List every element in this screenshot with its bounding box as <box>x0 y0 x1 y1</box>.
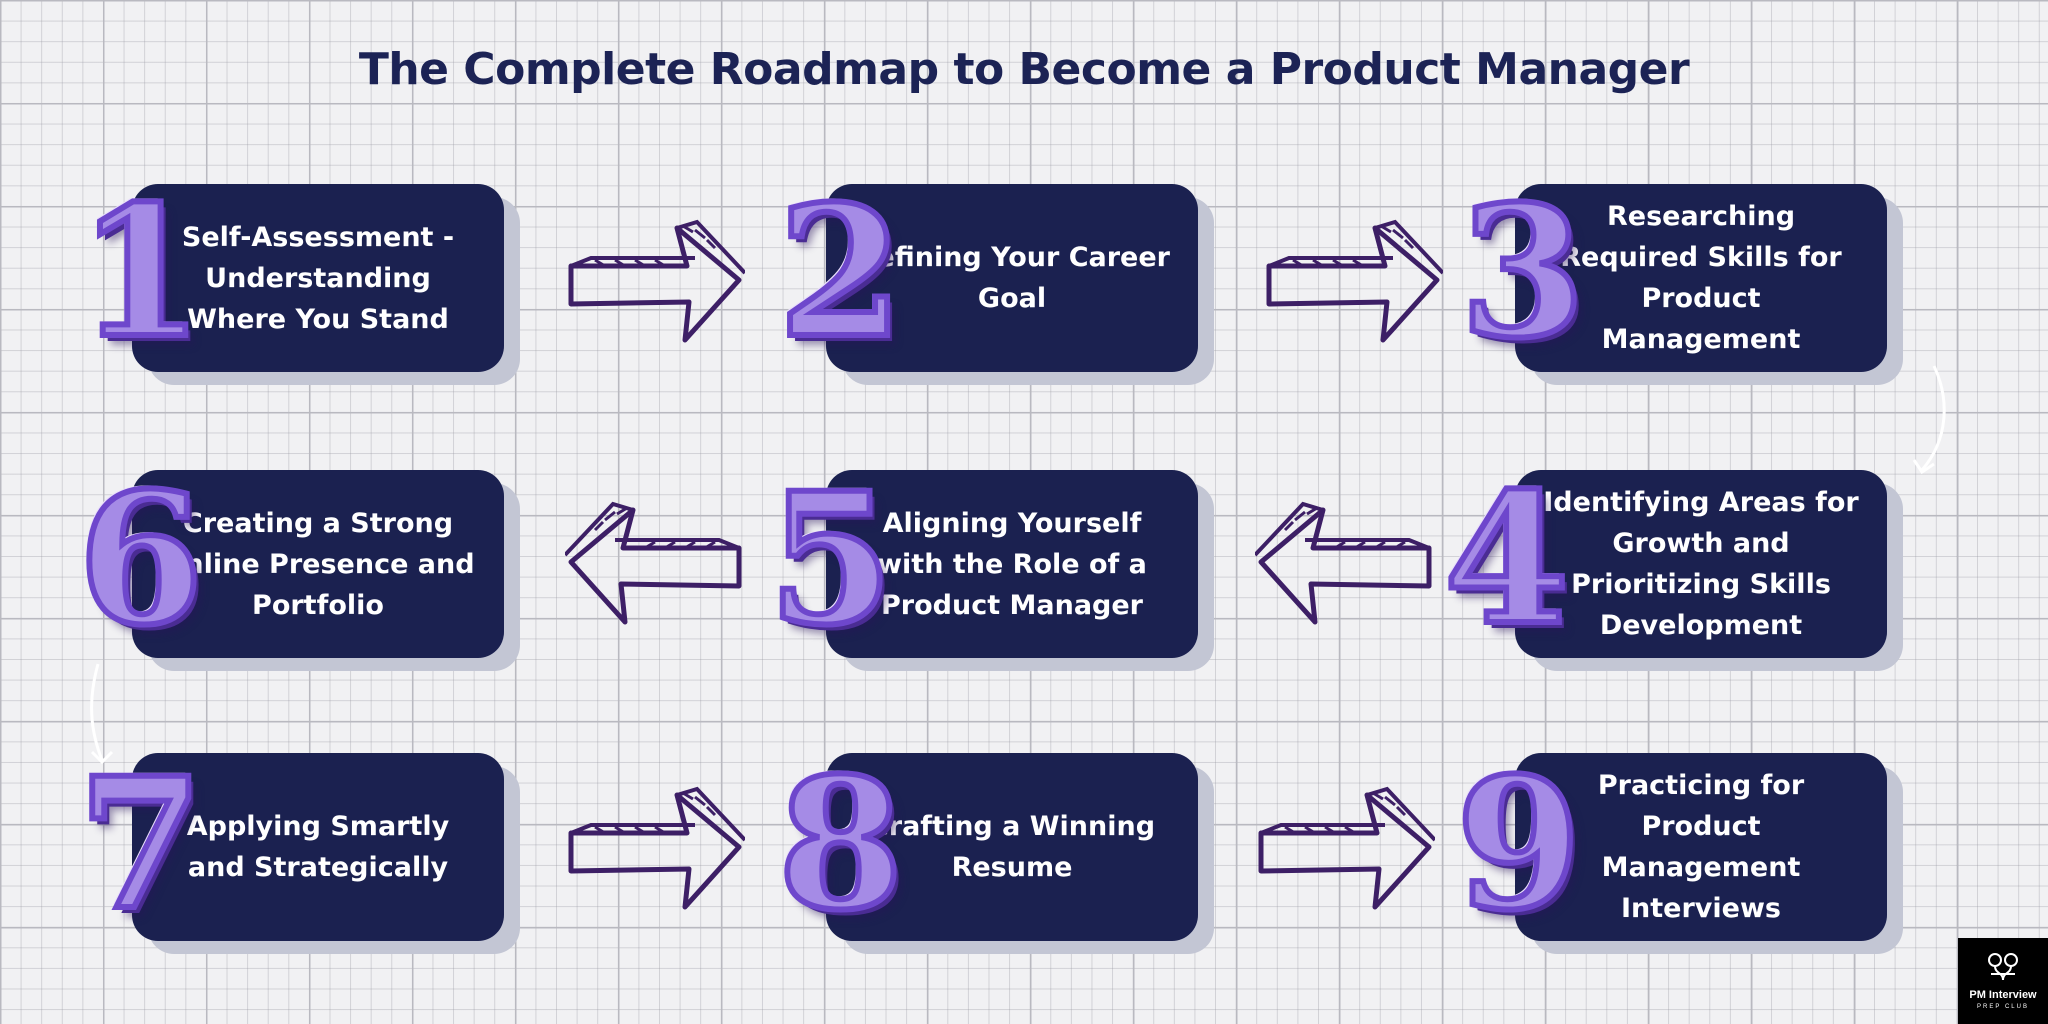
step-number-2: 2 <box>775 167 906 378</box>
step-label-8: Crafting a Winning Resume <box>868 811 1156 883</box>
step-number-1: 1 <box>75 167 206 378</box>
right-arrow-icon <box>568 786 745 910</box>
step-card-1: Self-Assessment - Understanding Where Yo… <box>132 184 504 372</box>
page-title: The Complete Roadmap to Become a Product… <box>358 44 1690 95</box>
step-number-9: 9 <box>1453 739 1584 950</box>
brand-subtitle: PREP CLUB <box>1977 1004 2029 1010</box>
step-label-7: Applying Smartly and Strategically <box>186 811 450 883</box>
step-card-9: Practicing for Product Management Interv… <box>1515 753 1887 941</box>
left-arrow-icon <box>1255 501 1432 625</box>
step-card-5: Aligning Yourself with the Role of a Pro… <box>826 470 1198 658</box>
step-number-3: 3 <box>1457 167 1588 378</box>
step-label-4: Identifying Areas for Growth and Priorit… <box>1543 487 1859 641</box>
step-number-6: 6 <box>75 454 206 665</box>
right-arrow-icon <box>1258 786 1435 910</box>
step-label-5: Aligning Yourself with the Role of a Pro… <box>877 507 1147 621</box>
brand-name: PM Interview <box>1969 989 2037 1001</box>
brand-logo: PM Interview PREP CLUB <box>1958 938 2048 1024</box>
pm-club-logo-icon <box>1988 953 2018 981</box>
step-label-2: Defining Your Career Goal <box>853 242 1170 314</box>
step-card-4: Identifying Areas for Growth and Priorit… <box>1515 470 1887 658</box>
step-number-5: 5 <box>765 454 896 665</box>
step-card-2: Defining Your Career Goal <box>826 184 1198 372</box>
curved-down-arrow-icon <box>1912 365 1946 475</box>
step-number-8: 8 <box>775 739 906 950</box>
step-number-7: 7 <box>75 739 206 950</box>
curved-down-arrow-icon <box>90 663 114 765</box>
step-card-6: Creating a Strong Online Presence and Po… <box>132 470 504 658</box>
right-arrow-icon <box>568 219 745 343</box>
step-label-6: Creating a Strong Online Presence and Po… <box>161 507 475 621</box>
step-label-3: Researching Required Skills for Product … <box>1560 201 1842 355</box>
step-card-7: Applying Smartly and Strategically <box>132 753 504 941</box>
step-card-8: Crafting a Winning Resume <box>826 753 1198 941</box>
step-number-4: 4 <box>1441 454 1572 665</box>
step-card-3: Researching Required Skills for Product … <box>1515 184 1887 372</box>
step-label-9: Practicing for Product Management Interv… <box>1597 770 1805 924</box>
right-arrow-icon <box>1266 219 1443 343</box>
left-arrow-icon <box>565 501 742 625</box>
step-label-1: Self-Assessment - Understanding Where Yo… <box>181 221 455 335</box>
